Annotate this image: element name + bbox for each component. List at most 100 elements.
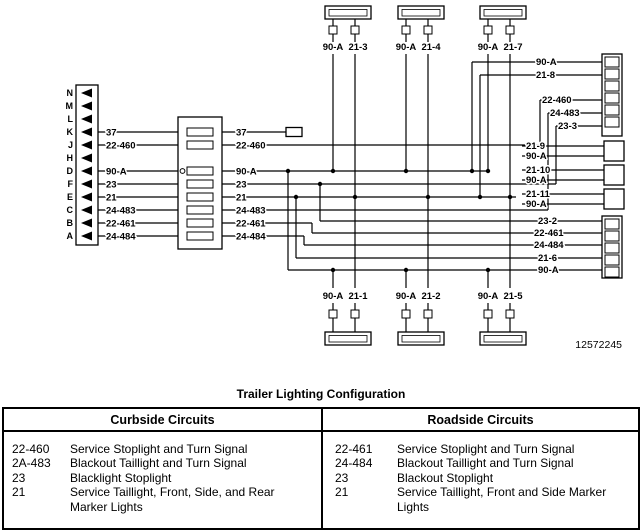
center-wires: 37 22-460 90-A 23 21 24-483 22-461 24-48… [222, 126, 602, 246]
roadside-header: Roadside Circuits [323, 409, 638, 432]
pin-letter: D [67, 166, 74, 176]
wire-label: 90-A [323, 42, 344, 53]
pin-letter: F [68, 179, 74, 189]
table-title: Trailer Lighting Configuration [236, 387, 406, 401]
wire-label: 22-461 [106, 219, 136, 230]
circuit-description: Service Stoplight and Turn Signal [397, 442, 575, 456]
circuit-code: 22-461 [335, 442, 373, 456]
part-number: 12572245 [575, 339, 622, 351]
circuit-code: 23 [335, 470, 349, 485]
circuit-code: 2A-483 [12, 456, 51, 471]
circuit-code: 22-460 [12, 442, 50, 456]
circuit-code: 24-484 [335, 456, 373, 471]
curbside-header: Curbside Circuits [4, 409, 321, 432]
bottom-lamp-3: 90-A 21-5 [476, 197, 527, 346]
wire-label: 22-460 [106, 141, 136, 152]
right-marker-lamps: 21-9 90-A 21-10 90-A 21-11 90-A [522, 140, 625, 212]
circuit-code: 23 [12, 470, 26, 485]
pin-letter: B [67, 218, 74, 228]
table-row: 23 Blackout Stoplight [323, 471, 638, 485]
table-row: 2A-483 Blackout Taillight and Turn Signa… [4, 456, 321, 470]
junction-dots [285, 168, 513, 273]
curbside-column: Curbside Circuits 22-460 Service Stoplig… [4, 409, 321, 528]
wire-label: 90-A [478, 42, 499, 53]
curbside-body: 22-460 Service Stoplight and Turn Signal… [4, 432, 321, 528]
right-top-connector: 90-A 21-8 22-460 24-483 23-3 [471, 53, 623, 210]
table-row: 21 Service Taillight, Front, Side, and R… [4, 485, 321, 514]
wire-label: 90-A [396, 42, 417, 53]
wiring-diagram: N M L K J H D F E C B A 37 22-460 90-A 2… [66, 5, 625, 351]
circuit-description: Service Taillight, Front and Side Marker… [397, 485, 607, 514]
wire-label: 21-6 [538, 253, 557, 264]
right-bottom-connector: 23-2 22-461 24-484 21-6 90-A [287, 171, 623, 279]
wire-label: 21-3 [348, 42, 367, 53]
circuit-description: Blackout Stoplight [397, 470, 494, 485]
circuit-description: Service Stoplight and Turn Signal [70, 442, 248, 456]
wire-label: 90-A [526, 199, 547, 210]
wire-label: 24-483 [106, 206, 136, 217]
wire-label: 90-A [236, 167, 257, 178]
wire-label: 21-11 [526, 189, 550, 200]
roadside-body: 22-461 Service Stoplight and Turn Signal… [323, 432, 638, 528]
pin-letter: C [67, 205, 74, 215]
wire-label: 21-2 [421, 291, 440, 302]
wire-label: 90-A [536, 57, 557, 68]
table-row: 22-461 Service Stoplight and Turn Signal [323, 442, 638, 456]
pin-letter: L [68, 114, 74, 124]
pin-letter: A [67, 231, 74, 241]
wire-label: 21-5 [503, 291, 523, 302]
circuit-description: Blackout Taillight and Turn Signal [397, 456, 574, 471]
pin-letter: E [67, 192, 73, 202]
wire-label: 90-A [538, 265, 559, 276]
wire-label: 23-2 [538, 216, 557, 227]
wire-label: 90-A [478, 291, 499, 302]
wire-label: 22-460 [236, 141, 266, 152]
wire-label: 90-A [526, 151, 547, 162]
pin-letter: K [67, 127, 74, 137]
wire-label: 21 [236, 193, 247, 204]
table-row: 22-460 Service Stoplight and Turn Signal [4, 442, 321, 456]
wire-label: 22-461 [236, 219, 266, 230]
wire-label: 90-A [106, 167, 127, 178]
pin-letter: N [67, 88, 74, 98]
lighting-configuration-table: Curbside Circuits 22-460 Service Stoplig… [2, 407, 640, 530]
wire-label: 21-4 [421, 42, 441, 53]
table-row: 24-484 Blackout Taillight and Turn Signa… [323, 456, 638, 470]
wire-label: 24-484 [106, 232, 136, 243]
wire-label: 21-7 [503, 42, 522, 53]
circuit-code: 21 [12, 485, 26, 500]
wire-label: 21-1 [348, 291, 368, 302]
terminal-circle [179, 168, 186, 174]
wire-label: 22-461 [534, 228, 564, 239]
wire-label: 37 [236, 128, 247, 139]
wire-label: 21 [106, 193, 117, 204]
wire-label: 21-10 [526, 165, 550, 176]
circuit-description: Blackout Taillight and Turn Signal [70, 456, 247, 471]
wire-label: 24-483 [236, 206, 266, 217]
wire-label: 23-3 [558, 121, 577, 132]
bottom-lamp-1: 90-A 21-1 [321, 197, 372, 346]
pin-letter: H [67, 153, 74, 163]
wire-label: 21-8 [536, 70, 555, 81]
wire-label: 24-484 [236, 232, 266, 243]
table-row: 23 Blacklight Stoplight [4, 471, 321, 485]
wire-label: 21-9 [526, 141, 545, 152]
wire-37-terminal [285, 126, 303, 138]
circuit-description: Service Taillight, Front, Side, and Rear… [70, 485, 275, 514]
top-lamp-2: 90-A 21-4 [394, 5, 445, 197]
wire-label: 24-484 [534, 240, 564, 251]
pin-letter: J [68, 140, 73, 150]
circuit-code: 21 [335, 485, 349, 500]
circuit-description: Blacklight Stoplight [70, 470, 172, 485]
left-wires: 37 22-460 90-A 23 21 24-483 22-461 24-48… [98, 126, 178, 244]
bottom-lamp-2: 90-A 21-2 [394, 197, 445, 346]
wire-label: 22-460 [542, 95, 572, 106]
center-junction-block [177, 116, 223, 250]
wire-label: 24-483 [550, 108, 580, 119]
table-row: 21 Service Taillight, Front and Side Mar… [323, 485, 638, 514]
wire-label: 37 [106, 128, 117, 139]
wire-label: 23 [236, 180, 247, 191]
pin-letter: M [66, 101, 74, 111]
wire-label: 23 [106, 180, 117, 191]
